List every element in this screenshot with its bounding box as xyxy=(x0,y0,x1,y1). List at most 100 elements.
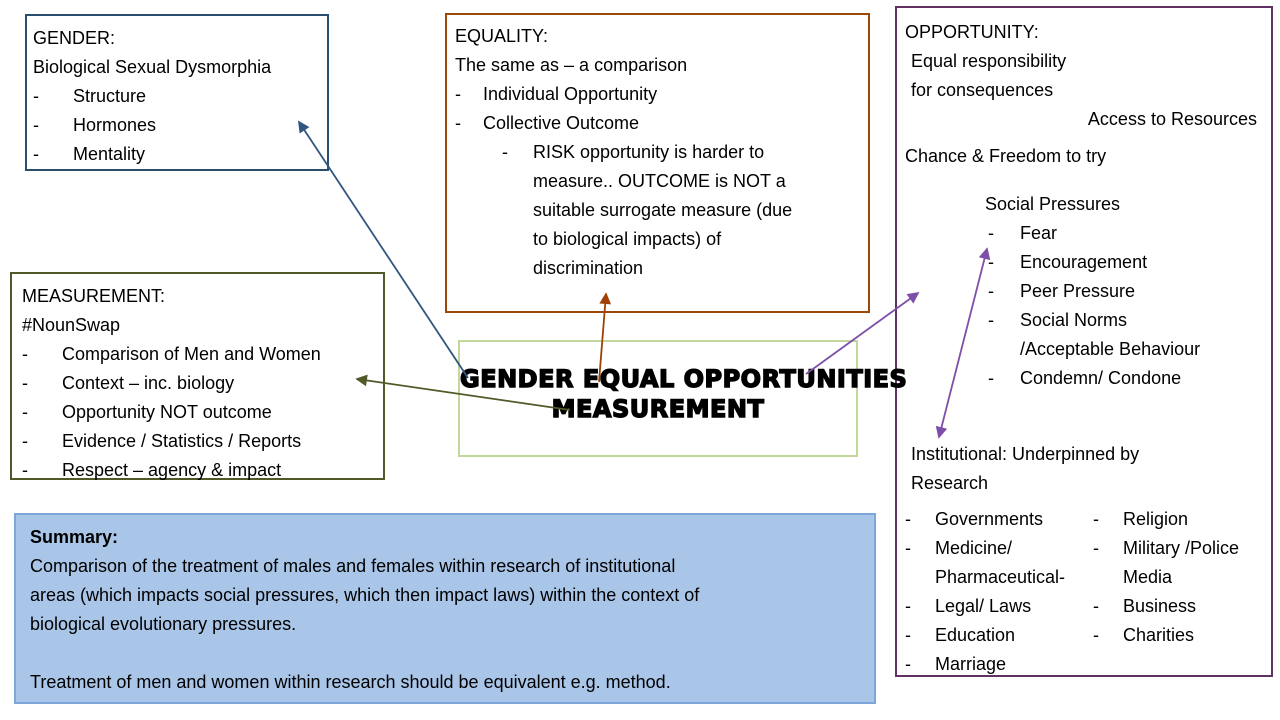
bullet-dash: - xyxy=(1093,625,1099,645)
bullet-dash: - xyxy=(455,113,461,133)
bullet-dash: - xyxy=(988,368,994,388)
bullet-text: Governments xyxy=(935,509,1044,529)
text-line: discrimination xyxy=(533,258,644,278)
bullet-text: Mentality xyxy=(73,144,146,164)
text-line: for consequences xyxy=(911,80,1054,100)
opportunity-box: OPPORTUNITY: Equal responsibility for cons… xyxy=(895,6,1273,677)
text-line xyxy=(1093,650,1271,679)
text-line xyxy=(16,639,874,668)
bullet-dash: - xyxy=(1093,538,1099,558)
bullet-dash: - xyxy=(22,431,28,451)
text-line: -RISK opportunity is harder to xyxy=(447,138,868,167)
bullet-dash: - xyxy=(988,281,994,301)
bullet-text: Business xyxy=(1123,596,1197,616)
text-line: Summary: xyxy=(30,527,119,547)
text-line: OPPORTUNITY: xyxy=(905,22,1039,42)
text-line: Research xyxy=(911,473,989,493)
central-title-box: GENDER EQUAL OPPORTUNITIES MEASUREMENT xyxy=(458,340,908,457)
bullet-dash: - xyxy=(905,538,911,558)
text-line: Access to Resources xyxy=(1087,109,1257,129)
text-line: Institutional: Underpinned by xyxy=(911,444,1140,464)
bullet-dash: - xyxy=(905,654,911,674)
institutional-areas-list: -Governments-Religion-Medicine/-Military… xyxy=(897,505,1271,679)
opportunity-box-lines: OPPORTUNITY: Equal responsibility for cons… xyxy=(897,18,1271,498)
bullet-text: Context – inc. biology xyxy=(62,373,235,393)
bullet-dash: - xyxy=(1093,596,1099,616)
bullet-text: Encouragement xyxy=(1020,252,1148,272)
text-line: -Structure xyxy=(27,82,327,111)
bullet-text: Evidence / Statistics / Reports xyxy=(62,431,302,451)
text-line: - Respect – agency & impact xyxy=(12,456,383,485)
bullet-text: Condemn/ Condone xyxy=(1020,368,1182,388)
bullet-dash: - xyxy=(33,115,39,135)
text-line: MEASUREMENT: xyxy=(22,286,166,306)
bullet-text: Collective Outcome xyxy=(483,113,640,133)
bullet-text: Medicine/ xyxy=(935,538,1013,558)
bullet-dash: - xyxy=(1093,509,1099,529)
text-line: -Fear xyxy=(897,219,1271,248)
text-line: Chance & Freedom to try xyxy=(905,146,1107,166)
text-line: areas (which impacts social pressures, w… xyxy=(30,585,700,605)
text-line: - Individual Opportunity xyxy=(447,80,868,109)
text-line: - Medicine/ xyxy=(905,534,1093,563)
bullet-text: Peer Pressure xyxy=(1020,281,1136,301)
text-line: /Acceptable Behaviour xyxy=(1020,339,1201,359)
diagram-title-line2: MEASUREMENT xyxy=(551,394,765,423)
measurement-box-lines: MEASUREMENT: #NounSwap - Comparison of Men … xyxy=(12,282,383,485)
bullet-dash: - xyxy=(455,84,461,104)
text-line: - Business xyxy=(1093,592,1271,621)
gender-box: GENDER:Biological Sexual Dysmorphia-Stru… xyxy=(25,14,329,171)
bullet-text: Structure xyxy=(73,86,147,106)
bullet-dash: - xyxy=(33,144,39,164)
text-line: GENDER: xyxy=(33,28,116,48)
text-line: -Religion xyxy=(1093,505,1271,534)
bullet-dash: - xyxy=(22,460,28,480)
text-line: Equal responsibility xyxy=(911,51,1067,71)
text-line: Social Pressures xyxy=(985,194,1121,214)
bullet-dash: - xyxy=(905,596,911,616)
text-line: - Opportunity NOT outcome xyxy=(12,398,383,427)
text-line: - Evidence / Statistics / Reports xyxy=(12,427,383,456)
text-line: measure.. OUTCOME is NOT a xyxy=(533,171,786,191)
text-line: - Social Norms xyxy=(897,306,1271,335)
bullet-dash: - xyxy=(22,344,28,364)
text-line: - Marriage xyxy=(905,650,1093,679)
bullet-text: Respect – agency & impact xyxy=(62,460,282,480)
text-line: - Condemn/ Condone xyxy=(897,364,1271,393)
bullet-text: Military /Police xyxy=(1123,538,1240,558)
bullet-dash: - xyxy=(905,625,911,645)
text-line: - Context – inc. biology xyxy=(12,369,383,398)
text-line: - Charities xyxy=(1093,621,1271,650)
bullet-text: Education xyxy=(935,625,1016,645)
bullet-dash: - xyxy=(988,252,994,272)
bullet-text: Hormones xyxy=(73,115,157,135)
text-line: Comparison of the treatment of males and… xyxy=(30,556,676,576)
summary-box: Summary: Comparison of the treatment of m… xyxy=(14,513,876,704)
text-line: -Legal/ Laws xyxy=(905,592,1093,621)
text-line: Media xyxy=(1123,567,1173,587)
bullet-text: Comparison of Men and Women xyxy=(62,344,321,364)
text-line: - Mentality xyxy=(27,140,327,169)
bullet-dash: - xyxy=(988,310,994,330)
bullet-text: Opportunity NOT outcome xyxy=(62,402,272,422)
bullet-dash: - xyxy=(22,402,28,422)
text-line: suitable surrogate measure (due xyxy=(533,200,793,220)
bullet-dash: - xyxy=(22,373,28,393)
text-line: - Collective Outcome xyxy=(447,109,868,138)
summary-box-lines: Summary: Comparison of the treatment of m… xyxy=(16,523,874,697)
measurement-box: MEASUREMENT: #NounSwap - Comparison of Men … xyxy=(10,272,385,480)
equality-box: EQUALITY:The same as – a comparison-Indi… xyxy=(445,13,870,313)
bullet-text: Individual Opportunity xyxy=(483,84,658,104)
text-line: EQUALITY: xyxy=(455,26,549,46)
bullet-text: Marriage xyxy=(935,654,1007,674)
text-line: #NounSwap xyxy=(22,315,121,335)
bullet-text: RISK opportunity is harder to xyxy=(533,142,765,162)
gender-box-lines: GENDER:Biological Sexual Dysmorphia-Stru… xyxy=(27,24,327,169)
text-line: Pharmaceutical- xyxy=(935,567,1066,587)
text-line: Biological Sexual Dysmorphia xyxy=(33,57,272,77)
bullet-text: Social Norms xyxy=(1020,310,1128,330)
bullet-text: Charities xyxy=(1123,625,1195,645)
text-line: - Peer Pressure xyxy=(897,277,1271,306)
text-line: Treatment of men and women within resear… xyxy=(30,672,671,692)
